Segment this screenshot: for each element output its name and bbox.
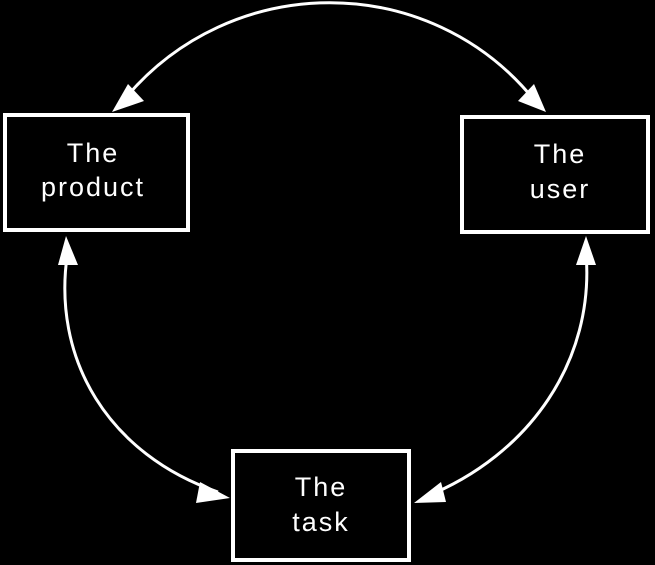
node-user-line1: The (534, 139, 587, 169)
connector-product-user (121, 1, 537, 102)
arrowhead-into-task-from-user (414, 482, 446, 503)
node-product-box (3, 113, 190, 232)
node-user-line2: user (530, 174, 591, 204)
arrowhead-into-user-from-task (576, 236, 596, 265)
node-task-line1: The (295, 472, 348, 502)
node-product: The product (3, 113, 190, 232)
arrowhead-into-task-from-product (196, 482, 230, 503)
node-product-line2: product (41, 172, 145, 202)
node-task-line2: task (292, 507, 350, 537)
node-task: The task (231, 449, 411, 562)
node-user-box (460, 115, 650, 234)
node-task-box (231, 449, 411, 562)
node-user: The user (460, 115, 650, 234)
connector-user-task (424, 252, 589, 499)
arrowhead-into-product-from-task (58, 236, 78, 265)
node-product-line1: The (67, 138, 120, 168)
connector-product-task (63, 249, 219, 494)
arrowhead-into-product (112, 84, 144, 112)
arrowhead-into-user (518, 84, 546, 112)
